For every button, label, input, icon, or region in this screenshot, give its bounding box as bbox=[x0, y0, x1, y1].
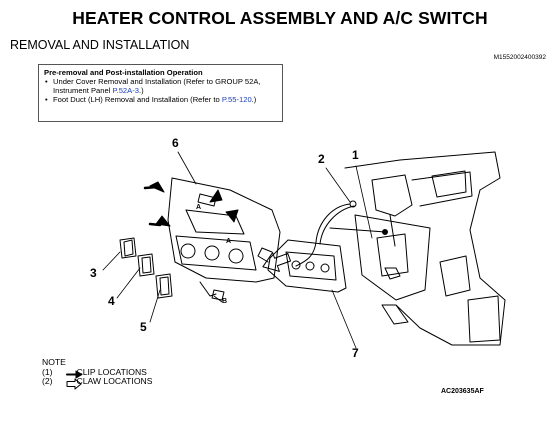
note-heading: NOTE bbox=[42, 357, 66, 367]
leader-lines bbox=[102, 151, 373, 349]
pre-removal-item-text: Under Cover Removal and Installation (Re… bbox=[53, 77, 261, 95]
callout-7: 7 bbox=[352, 346, 359, 360]
callout-2: 2 bbox=[318, 152, 325, 166]
callout-4: 4 bbox=[108, 294, 115, 308]
pre-removal-item-end: .) bbox=[251, 95, 257, 104]
label-b: B bbox=[222, 298, 228, 305]
pre-removal-item: Under Cover Removal and Installation (Re… bbox=[45, 77, 277, 95]
note-row-claw: (2) CLAW LOCATIONS bbox=[42, 376, 153, 387]
note-num: (2) bbox=[42, 376, 53, 386]
pre-removal-item: Foot Duct (LH) Removal and Installation … bbox=[45, 95, 277, 104]
note-row-clip: (1) CLIP LOCATIONS bbox=[42, 366, 152, 378]
claw-arrows bbox=[262, 252, 292, 272]
note-num: (1) bbox=[42, 366, 53, 377]
ref-link-52a-3[interactable]: P.52A-3 bbox=[112, 86, 139, 95]
harness-connector bbox=[199, 281, 225, 301]
section-subtitle: REMOVAL AND INSTALLATION bbox=[10, 38, 190, 52]
callout-3: 3 bbox=[90, 266, 97, 280]
legend-clip-arrow-icon bbox=[66, 370, 83, 379]
pre-removal-box: Pre-removal and Post-installation Operat… bbox=[38, 64, 283, 122]
pre-removal-heading: Pre-removal and Post-installation Operat… bbox=[44, 68, 203, 77]
note-clip-text: CLIP LOCATIONS bbox=[76, 366, 147, 377]
control-cable bbox=[295, 200, 388, 267]
note-claw-text: CLAW LOCATIONS bbox=[76, 376, 153, 386]
knob-4 bbox=[137, 253, 155, 277]
pre-removal-item-text: Foot Duct (LH) Removal and Installation … bbox=[53, 95, 222, 104]
knob-5 bbox=[155, 273, 173, 299]
knob-3 bbox=[119, 237, 137, 259]
pre-removal-list: Under Cover Removal and Installation (Re… bbox=[44, 77, 277, 104]
ac-switch bbox=[257, 239, 347, 293]
heater-control-bezel bbox=[167, 177, 281, 283]
instrument-panel-outline bbox=[344, 151, 506, 346]
label-a-upper: A bbox=[196, 204, 202, 211]
callout-6: 6 bbox=[172, 136, 179, 150]
ref-link-55-120[interactable]: P.55-120 bbox=[221, 95, 252, 104]
clip-arrows bbox=[143, 181, 239, 227]
callout-1: 1 bbox=[352, 148, 359, 162]
figure-id: AC203635AF bbox=[441, 388, 484, 395]
callout-5: 5 bbox=[140, 320, 147, 334]
note-block: NOTE (1) CLIP LOCATIONS (2) CLAW LOCATIO… bbox=[42, 357, 153, 387]
document-id: M1552002400392 bbox=[493, 54, 546, 61]
legend-claw-arrow-icon bbox=[66, 378, 82, 390]
label-a-lower: A bbox=[226, 238, 232, 245]
page-title: HEATER CONTROL ASSEMBLY AND A/C SWITCH bbox=[72, 8, 488, 28]
pre-removal-item-end: .) bbox=[138, 86, 144, 95]
